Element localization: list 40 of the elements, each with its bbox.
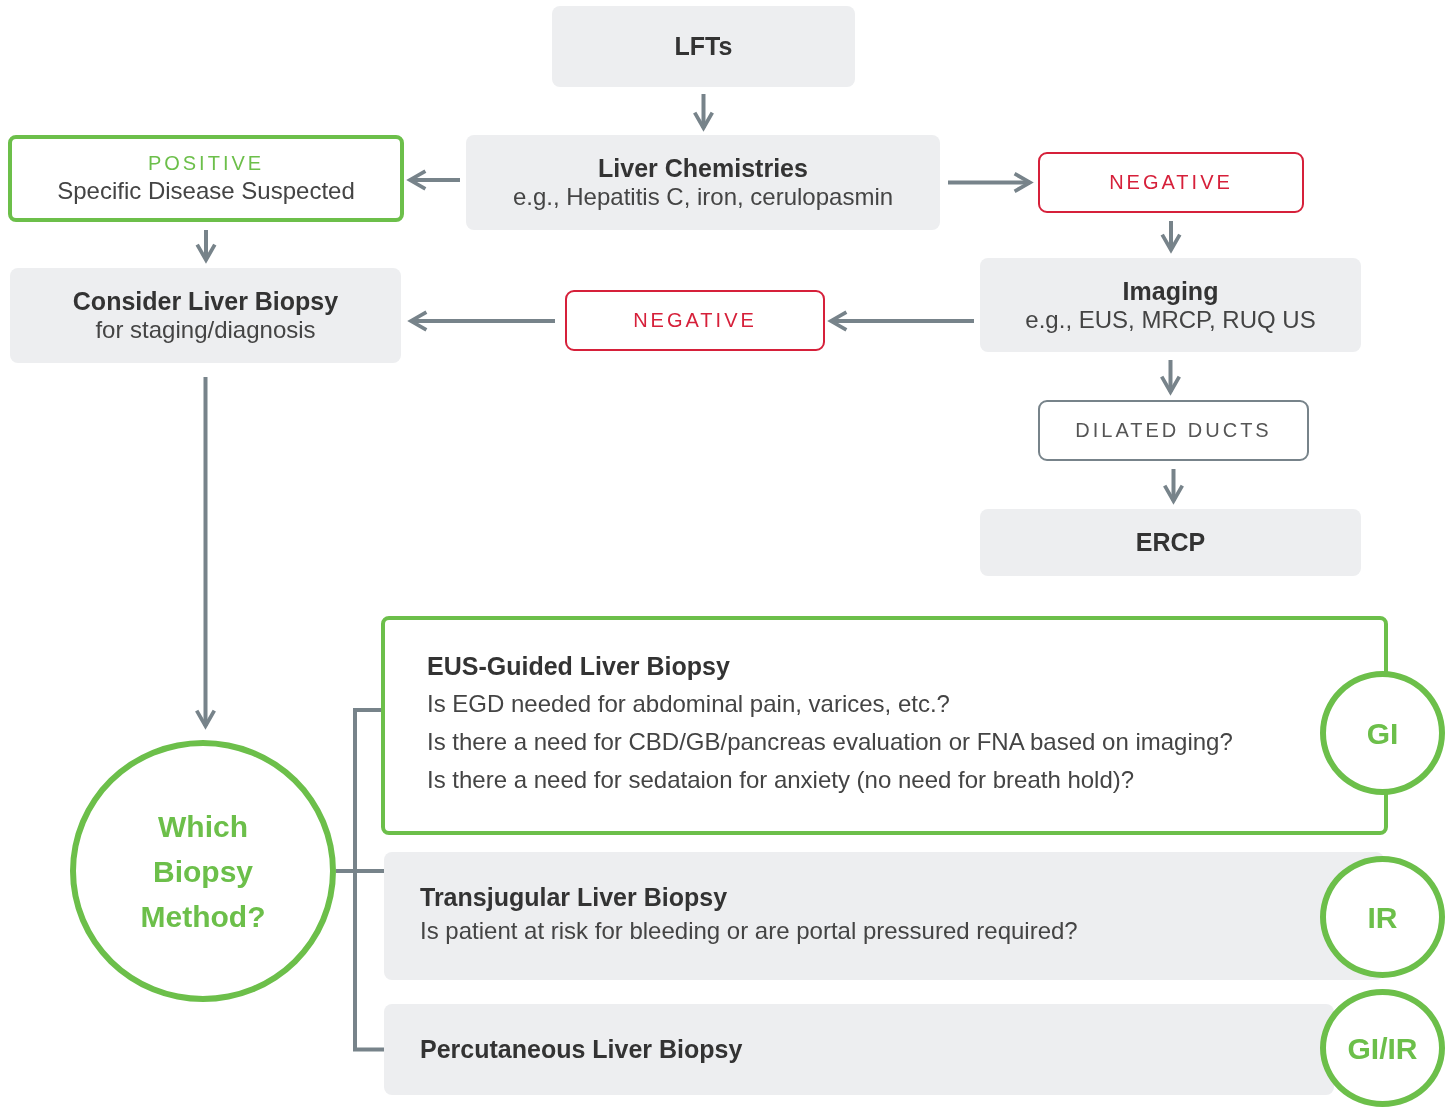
body-text: Is patient at risk for bleeding or are portal pressured required? [420, 915, 1078, 946]
arrow [948, 171, 1032, 194]
option-box [384, 1004, 1334, 1095]
arrow [692, 94, 715, 130]
arrow [1162, 469, 1185, 503]
body-text: Specific Disease Suspected [57, 177, 355, 205]
heading-text: LFTs [674, 32, 733, 61]
heading-text: ERCP [1135, 528, 1206, 557]
arrow [829, 310, 974, 332]
circle-label: GI [1366, 715, 1399, 752]
arrow [408, 169, 460, 191]
heading-text: Transjugular Liver Biopsy [420, 882, 728, 912]
circle-label: Which Biopsy Method? [139, 808, 267, 935]
body-text: e.g., EUS, MRCP, RUQ US [1025, 305, 1316, 334]
result-box [565, 290, 825, 351]
heading-text: Consider Liver Biopsy [72, 287, 339, 316]
status-label: DILATED DUCTS [1075, 419, 1272, 442]
circle-label: IR [1367, 899, 1398, 936]
body-text: e.g., Hepatitis C, iron, cerulopasmin [512, 183, 894, 211]
arrow [1160, 221, 1182, 252]
status-label: POSITIVE [147, 152, 265, 175]
arrow [409, 310, 555, 332]
arrow [1159, 360, 1182, 394]
heading-text: Percutaneous Liver Biopsy [420, 1035, 743, 1064]
result-box [1038, 400, 1309, 461]
body-text: Is there a need for sedataion for anxiety (no need for breath hold)? [427, 765, 1135, 795]
connector-line [336, 869, 384, 1052]
status-label: NEGATIVE [1109, 171, 1233, 194]
body-text: Is EGD needed for abdominal pain, varices, etc.? [427, 689, 950, 719]
heading-text: Imaging [1122, 276, 1219, 306]
arrow [194, 377, 217, 728]
heading-text: Liver Chemistries [598, 154, 808, 183]
heading-text: EUS-Guided Liver Biopsy [427, 652, 730, 681]
result-box [8, 135, 404, 222]
circle-label: GI/IR [1347, 1030, 1418, 1067]
result-box [1038, 152, 1304, 213]
body-text: for staging/diagnosis [95, 316, 316, 344]
status-label: NEGATIVE [633, 309, 757, 332]
arrow [195, 230, 217, 262]
body-text: Is there a need for CBD/GB/pancreas evaluation or FNA based on imaging? [427, 727, 1233, 757]
